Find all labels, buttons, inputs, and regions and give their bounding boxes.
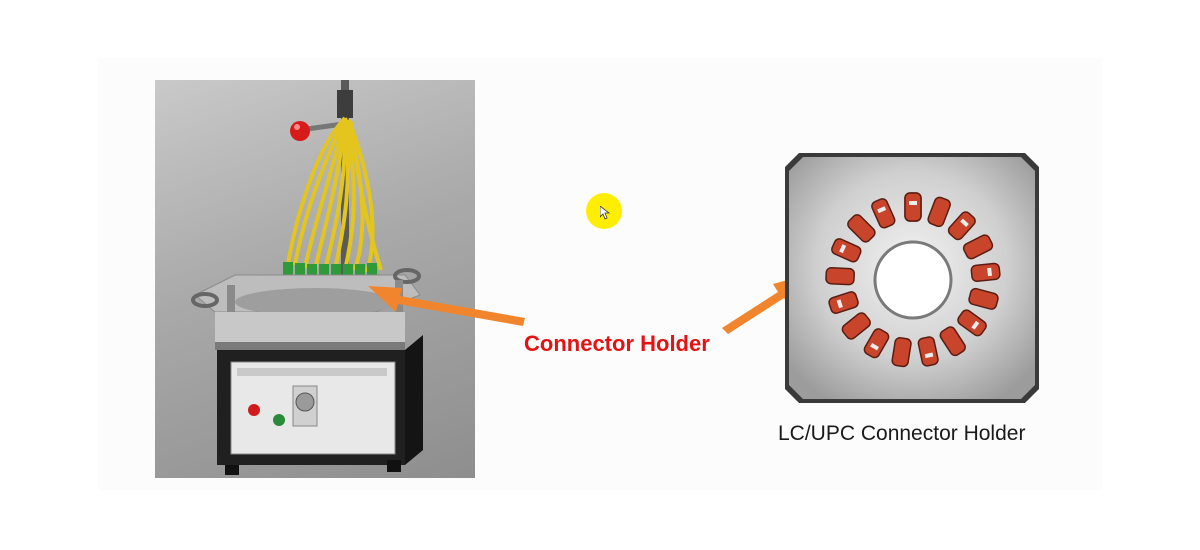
lc-upc-holder-photo [785, 153, 1039, 403]
arrow-to-machine [368, 286, 525, 326]
connector-holder-label: Connector Holder [524, 331, 710, 356]
lc-upc-caption: LC/UPC Connector Holder [778, 422, 1026, 445]
arrow-to-holder-plate [722, 276, 802, 334]
cursor-highlight [586, 193, 622, 229]
polishing-machine-photo [155, 80, 475, 478]
cursor-pointer-icon [600, 206, 610, 220]
